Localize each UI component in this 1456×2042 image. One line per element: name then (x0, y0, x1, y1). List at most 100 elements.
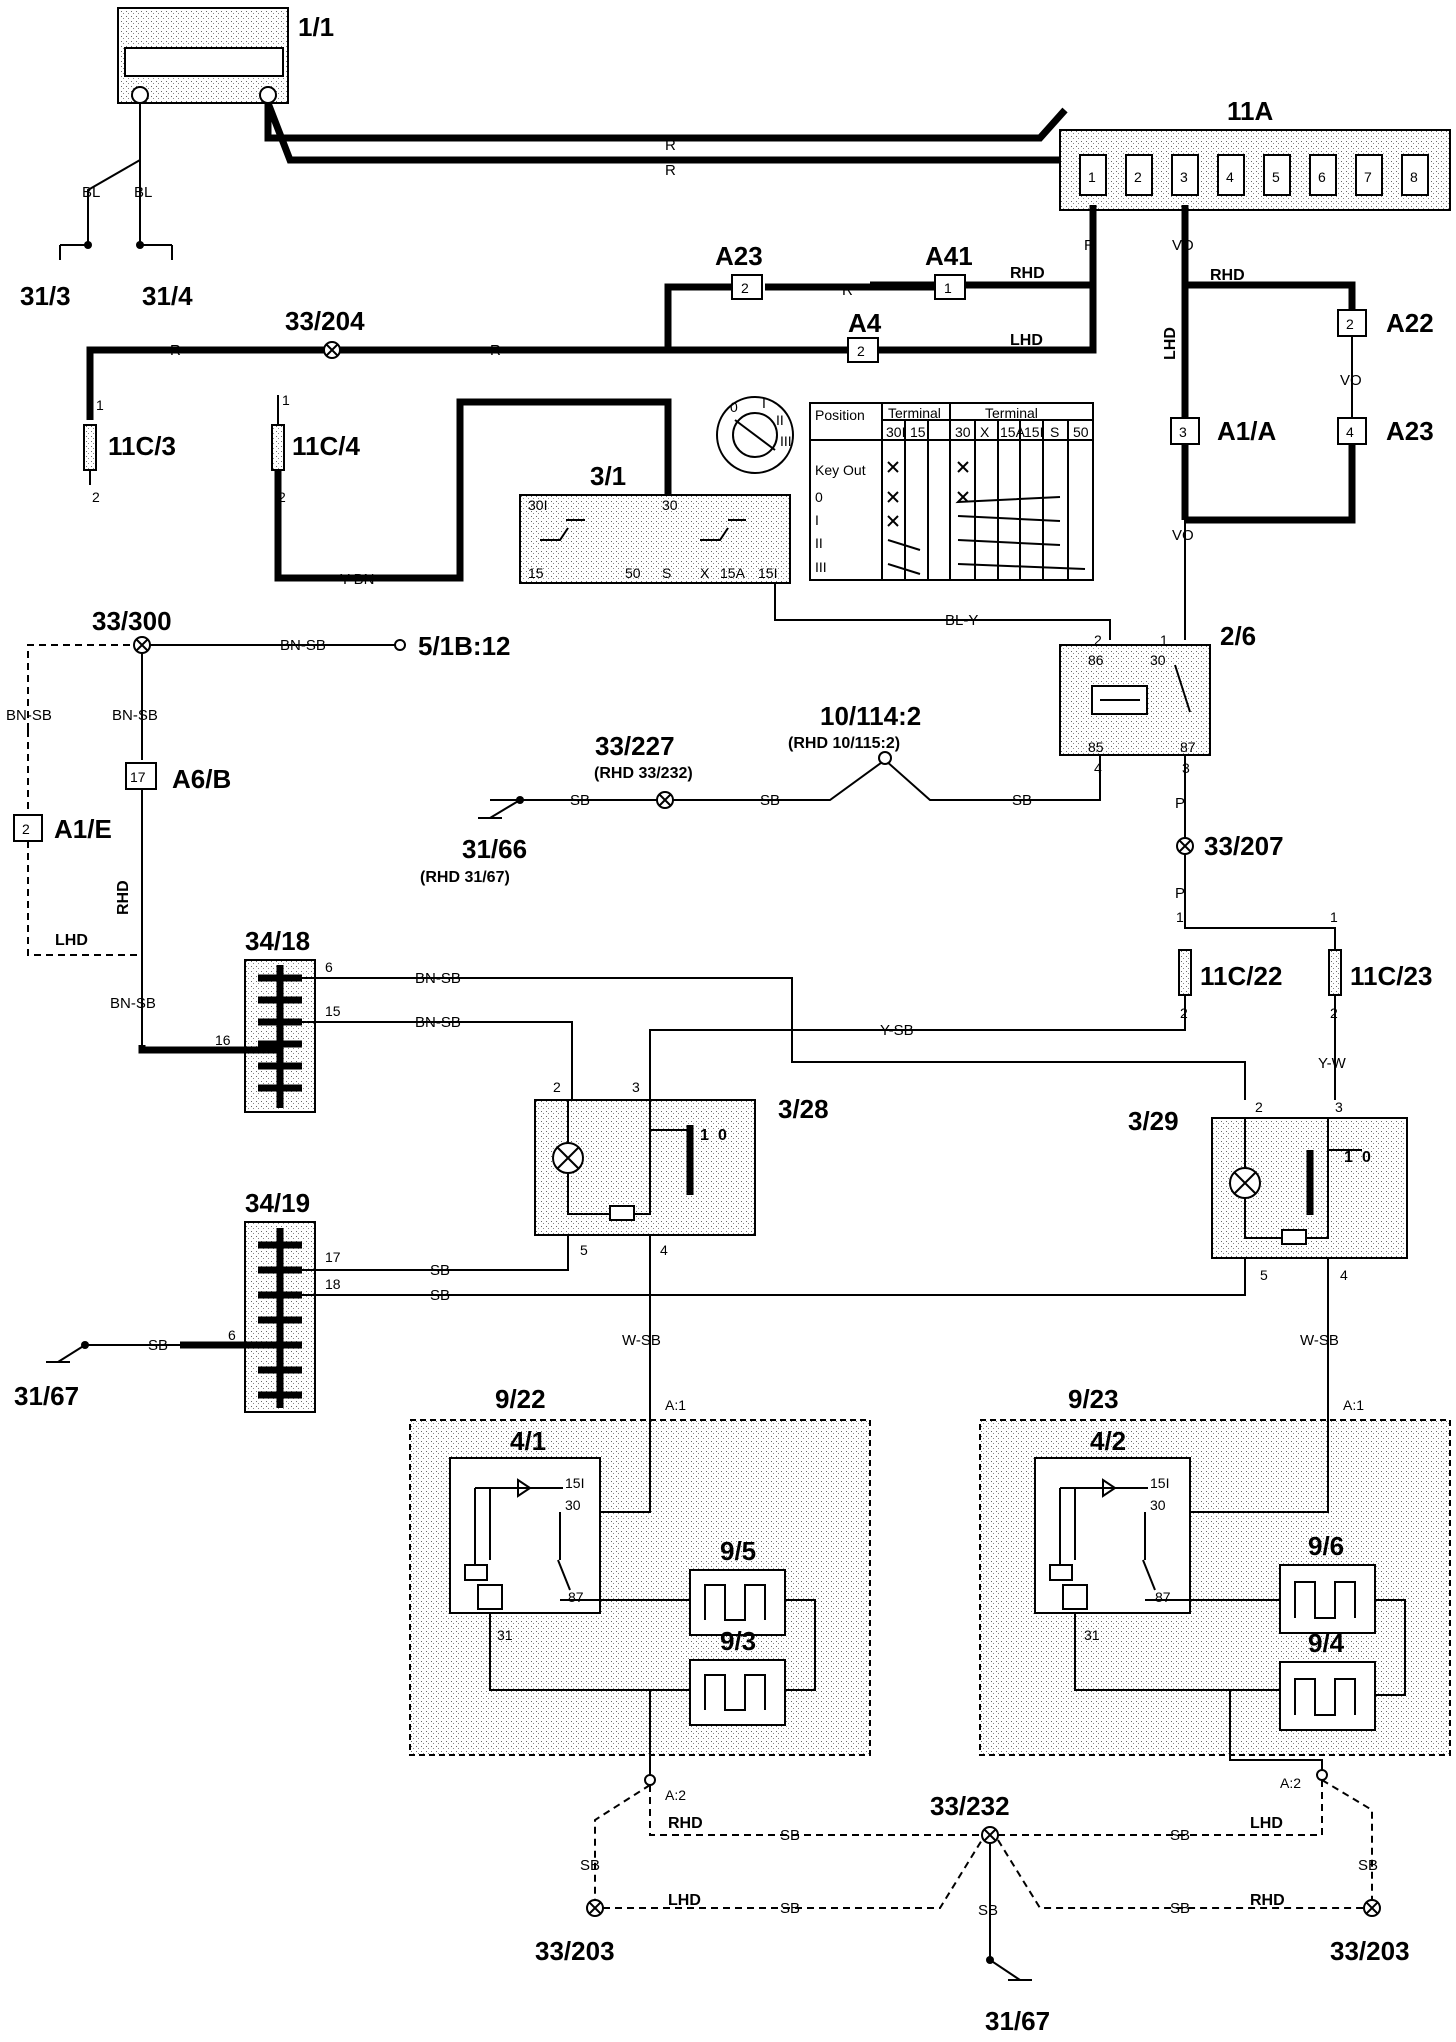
a1a-pin: 3 (1179, 424, 1187, 440)
wire-lhd-bl: LHD (668, 1892, 701, 1909)
ign-pin-x: X (700, 565, 710, 581)
wire-y-sb: Y-SB (880, 1022, 914, 1039)
wire-sb-ground: SB (148, 1337, 168, 1354)
r41-pin-31: 31 (497, 1627, 513, 1643)
wire-bl-1: BL (82, 184, 100, 201)
key-pos-0: 0 (730, 399, 738, 415)
wire-sb-bl1: SB (780, 1827, 800, 1844)
col-15: 15 (910, 424, 926, 440)
relay-pin-1: 1 (1160, 632, 1168, 648)
a4-pin: 2 (857, 343, 865, 359)
pin-11c22-1: 1 (1176, 909, 1184, 925)
wire-vo-a22: VO (1340, 372, 1362, 389)
conn-10-114-rhd: (RHD 10/115:2) (788, 735, 900, 752)
pin-3419-6: 6 (228, 1327, 236, 1343)
fuse-number: 5 (1272, 169, 1280, 185)
a22-label: A22 (1386, 308, 1434, 338)
wire-sb-bottom: SB (978, 1902, 998, 1919)
fuse-11c3: 11C/3 (108, 431, 176, 461)
wire-y-w: Y-W (1318, 1055, 1347, 1072)
wire-lhd-right: LHD (1162, 327, 1179, 360)
r42-pin-87: 87 (1155, 1589, 1171, 1605)
r41-pin-30: 30 (565, 1497, 581, 1513)
switch-3-29: 3/29 2 3 5 4 1 0 (1128, 1099, 1408, 1283)
module-9-22-a1: A:1 (665, 1397, 686, 1413)
relay-pin-2: 2 (1094, 632, 1102, 648)
wire-vo-fuse3: VO (1172, 237, 1194, 254)
wire-lhd-top: LHD (1010, 332, 1043, 349)
splice-33-300: 33/300 (92, 606, 172, 636)
wire-sb-br2: SB (1358, 1857, 1378, 1874)
r42-pin-15i: 15I (1150, 1475, 1169, 1491)
ign-pin-50: 50 (625, 565, 641, 581)
a1a-label: A1/A (1217, 416, 1276, 446)
wire-p-1: P (1175, 795, 1185, 812)
module-9-22-a2: A:2 (665, 1787, 686, 1803)
row-iii: III (815, 559, 827, 575)
ignition-switch-3-1: 3/1 30I 30 15 50 S X 15A 15I (519, 461, 791, 584)
pin-11c3-2: 2 (92, 489, 100, 505)
wire-w-sb-r: W-SB (1300, 1332, 1339, 1349)
wire-rhd-right: RHD (1210, 267, 1245, 284)
relay-4-2 (1034, 1457, 1191, 1614)
ground-31-66-rhd: (RHD 31/67) (420, 869, 510, 886)
sw329-one: 1 (1344, 1149, 1353, 1166)
fuse-11c4: 11C/4 (292, 431, 360, 461)
table-terminal-2: Terminal (985, 405, 1038, 421)
key-position-table: Position Terminal Terminal 30I 15 30 X 1… (809, 402, 1094, 581)
ign-pin-15i: 15I (758, 565, 777, 581)
pin-11c23-1: 1 (1330, 909, 1338, 925)
relay-4-1-label: 4/1 (510, 1426, 546, 1456)
connector-34-19: 34/19 (244, 1188, 316, 1413)
col-30: 30 (955, 424, 971, 440)
table-position: Position (815, 407, 865, 423)
wire-bn-sb-down: BN-SB (110, 995, 156, 1012)
sw329-pin-4: 4 (1340, 1267, 1348, 1283)
module-9-23-a2: A:2 (1280, 1775, 1301, 1791)
heater-9-5-label: 9/5 (720, 1536, 756, 1566)
wire-lhd-br: LHD (1250, 1815, 1283, 1832)
wire-r-2: R (665, 162, 676, 179)
pin-3419-18: 18 (325, 1276, 341, 1292)
key-dial-icon: 0 I II III (716, 395, 794, 474)
fuse-slot-3: 3 (1171, 154, 1199, 196)
ground-31-4: 31/4 (142, 281, 193, 311)
ground-31-67-left: 31/67 (14, 1381, 79, 1411)
sw329-pin-5: 5 (1260, 1267, 1268, 1283)
heater-9-4-label: 9/4 (1308, 1628, 1345, 1658)
sw329-zero: 0 (1362, 1149, 1371, 1166)
splice-33-232: 33/232 (930, 1791, 1010, 1821)
sw329-pin-3: 3 (1335, 1099, 1343, 1115)
ground-31-66: 31/66 (462, 834, 527, 864)
ign-pin-30i: 30I (528, 497, 547, 513)
module-9-22-label: 9/22 (495, 1384, 546, 1414)
pin-11c4-2: 2 (278, 489, 286, 505)
row-i: I (815, 512, 819, 528)
fuse-slot-4: 4 (1217, 154, 1245, 196)
module-9-23-label: 9/23 (1068, 1384, 1119, 1414)
relay-2-6: 2/6 2 1 86 30 85 87 4 3 (1059, 621, 1256, 776)
relay-pin-85: 85 (1088, 739, 1104, 755)
ign-pin-15: 15 (528, 565, 544, 581)
wire-sb-br1: SB (1170, 1827, 1190, 1844)
a23-top-label: A23 (715, 241, 763, 271)
relay-pin-86: 86 (1088, 652, 1104, 668)
ground-31-3: 31/3 (20, 281, 71, 311)
ignition-label: 3/1 (590, 461, 626, 491)
fuse-number: 8 (1410, 169, 1418, 185)
fuse-number: 3 (1180, 169, 1188, 185)
wire-sb-18: SB (430, 1287, 450, 1304)
wire-rhd-top: RHD (1010, 265, 1045, 282)
col-15i: 15I (1024, 424, 1043, 440)
wire-bn-sb-300: BN-SB (280, 637, 326, 654)
sw328-pin-2: 2 (553, 1079, 561, 1095)
a41-label: A41 (925, 241, 973, 271)
pin-3418-6: 6 (325, 959, 333, 975)
heater-9-3-label: 9/3 (720, 1626, 756, 1656)
wire-p-2: P (1175, 885, 1185, 902)
ign-pin-15a: 15A (720, 565, 746, 581)
pin-11c4-1: 1 (282, 392, 290, 408)
switch-3-29-label: 3/29 (1128, 1106, 1179, 1136)
fusebox-label: 11A (1227, 96, 1273, 126)
